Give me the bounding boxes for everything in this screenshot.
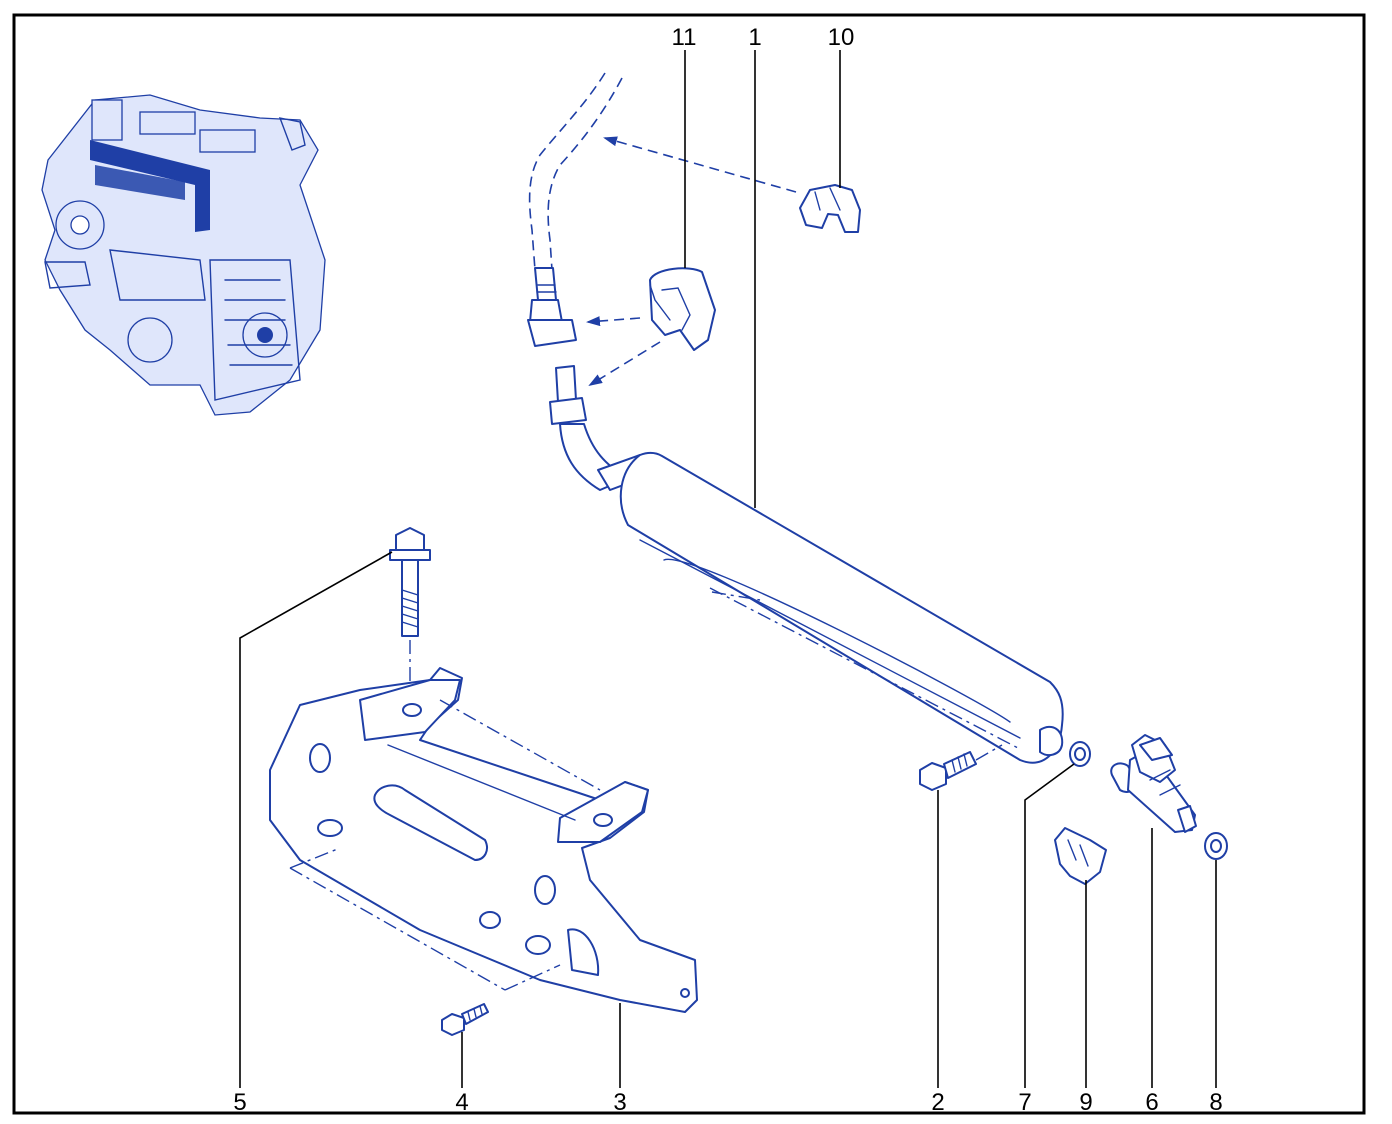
injector-seal-8 [1204, 832, 1228, 860]
fuel-injector-6 [1110, 734, 1197, 833]
callout-7: 7 [1018, 1089, 1031, 1116]
callout-6: 6 [1145, 1089, 1158, 1116]
engine-location-thumbnail [41, 94, 326, 416]
callout-3: 3 [613, 1089, 626, 1116]
injector-seal-7 [1069, 741, 1091, 767]
callout-11: 11 [672, 24, 697, 51]
fuel-rail [549, 365, 1064, 764]
rail-bolt-5 [389, 527, 431, 637]
diagram-frame [12, 13, 1366, 1115]
callout-5: 5 [233, 1089, 246, 1116]
callout-labels: 11 1 10 5 4 3 2 7 9 6 8 [233, 24, 1222, 1116]
rail-bolt-2 [919, 751, 977, 791]
callout-1: 1 [748, 24, 761, 51]
callout-9: 9 [1079, 1089, 1092, 1116]
callout-4: 4 [455, 1089, 468, 1116]
callout-10: 10 [828, 24, 855, 51]
callout-2: 2 [931, 1089, 944, 1116]
hose-clip-11 [649, 267, 716, 351]
bracket-bolt-4 [441, 1003, 489, 1036]
injector-clip-9 [1054, 827, 1107, 885]
fuel-supply-hose-outline [528, 72, 623, 271]
leader-lines [239, 50, 1217, 1088]
hose-clip-10 [799, 184, 861, 233]
callout-8: 8 [1209, 1089, 1222, 1116]
fuel-rail-bracket [269, 667, 698, 1013]
hose-connector [527, 267, 577, 347]
